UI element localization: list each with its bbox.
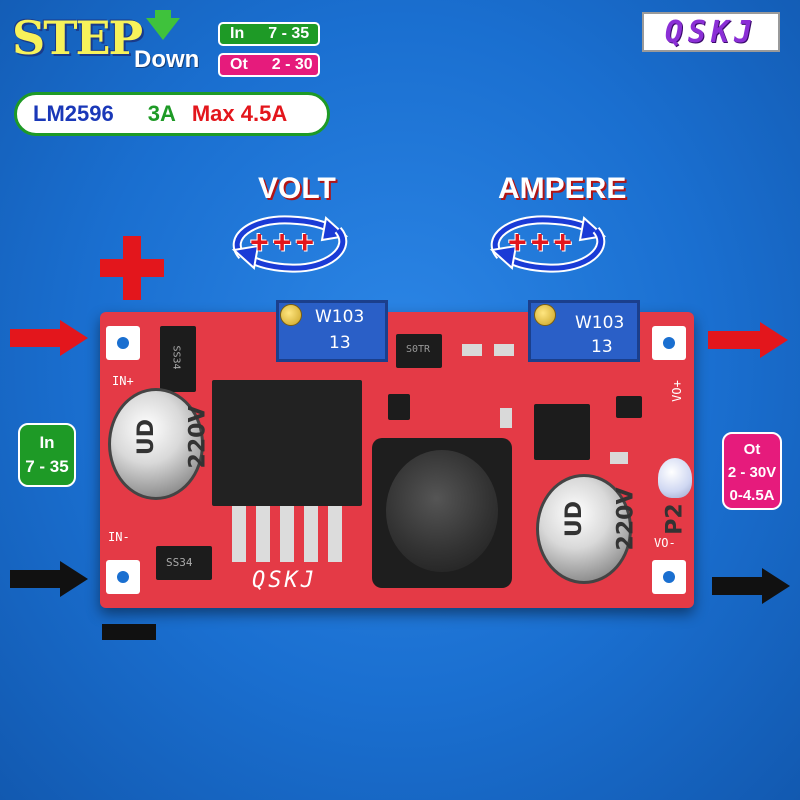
- silk-vo-minus: VO-: [654, 536, 676, 550]
- output-badge-label: Ot: [230, 56, 248, 73]
- smd-resistor-2: [494, 344, 514, 356]
- input-badge-label: In: [230, 25, 245, 42]
- output-minus-arrow-icon: [712, 568, 790, 604]
- input-cap-rating: 220V: [185, 405, 211, 469]
- mounting-pad-vo-plus: [652, 326, 686, 360]
- diode-top: SS34: [160, 326, 196, 392]
- mounting-pad-in-plus: [106, 326, 140, 360]
- voltage-pot-turns: 13: [329, 333, 351, 353]
- down-arrow-icon: [146, 18, 180, 40]
- inductor-core: [386, 450, 498, 572]
- output-cap-series: P2: [662, 503, 688, 535]
- spec-current: 3A: [147, 101, 176, 126]
- smd-resistor-1: [462, 344, 482, 356]
- current-pot-turns: 13: [591, 337, 613, 357]
- silk-vo-plus: VO+: [669, 380, 684, 402]
- spec-banner: LM2596 3A Max 4.5A: [14, 92, 330, 136]
- diode-top-mark: SS34: [170, 345, 182, 370]
- input-capacitor: UD 220V P2: [108, 388, 260, 500]
- plus-icon: [123, 236, 141, 300]
- mounting-pad-in-minus: [106, 560, 140, 594]
- regulator-pins: [232, 506, 344, 562]
- input-range-badge: In 7 - 35: [218, 22, 320, 46]
- opamp-ic: [534, 404, 590, 460]
- volt-label: VOLT: [258, 172, 336, 205]
- output-range-badge: Ot 2 - 30: [218, 53, 320, 77]
- volt-rotate-icon: [222, 208, 358, 278]
- diode-bottom-mark: SS34: [166, 556, 193, 569]
- silk-in-minus: IN-: [108, 530, 130, 544]
- input-minus-arrow-icon: [10, 561, 88, 597]
- down-title: Down: [134, 46, 200, 73]
- volt-adjust-symbol: +++: [250, 224, 319, 260]
- brand-logo-text: QSKJ: [664, 14, 758, 50]
- input-badge-line2: 7 - 35: [25, 457, 69, 476]
- regulator-ic: [212, 380, 362, 506]
- current-adjust-screw-icon[interactable]: [534, 304, 556, 326]
- spec-max-current: Max 4.5A: [191, 101, 288, 126]
- minus-icon: [102, 624, 156, 640]
- output-badge-range: 2 - 30: [271, 56, 313, 73]
- output-capacitor: UD 220V P2: [536, 474, 688, 584]
- transistor-mark: S0TR: [406, 344, 431, 355]
- brand-logo: QSKJ: [642, 12, 780, 52]
- spec-chip: LM2596: [33, 101, 114, 126]
- output-badge-line1: Ot: [743, 441, 761, 458]
- voltage-potentiometer[interactable]: W103 13: [276, 300, 388, 362]
- mounting-pad-vo-minus: [652, 560, 686, 594]
- input-voltage-badge: In 7 - 35: [18, 423, 76, 487]
- ampere-rotate-icon: [480, 208, 616, 278]
- smd-resistor-3: [500, 408, 512, 428]
- output-badge-line2: 2 - 30V: [727, 464, 777, 481]
- diode-bottom: SS34: [156, 546, 212, 580]
- input-badge-range: 7 - 35: [268, 25, 310, 42]
- output-cap-rating: 220V: [613, 487, 639, 551]
- smd-resistor-4: [610, 452, 628, 464]
- board-brand-print: QSKJ: [252, 568, 317, 593]
- status-led: [658, 458, 692, 498]
- output-badge-line3: 0-4.5A: [729, 487, 775, 504]
- voltage-pot-code: W103: [315, 307, 365, 327]
- down-arrow-stem: [155, 10, 171, 20]
- smd-component-1: [388, 394, 410, 420]
- ampere-label: AMPERE: [498, 172, 627, 205]
- input-badge-line1: In: [39, 433, 55, 452]
- voltage-adjust-screw-icon[interactable]: [280, 304, 302, 326]
- ampere-adjust-symbol: +++: [508, 224, 577, 260]
- input-plus-arrow-icon: [10, 320, 88, 356]
- transistor: S0TR: [396, 334, 442, 368]
- output-plus-arrow-icon: [708, 322, 788, 358]
- smd-component-2: [616, 396, 642, 418]
- silk-in-plus: IN+: [112, 374, 134, 388]
- step-title: STEP: [12, 11, 143, 65]
- output-voltage-badge: Ot 2 - 30V 0-4.5A: [722, 432, 782, 510]
- input-cap-brand: UD: [134, 418, 160, 456]
- current-pot-code: W103: [575, 313, 625, 333]
- output-cap-brand: UD: [562, 500, 588, 538]
